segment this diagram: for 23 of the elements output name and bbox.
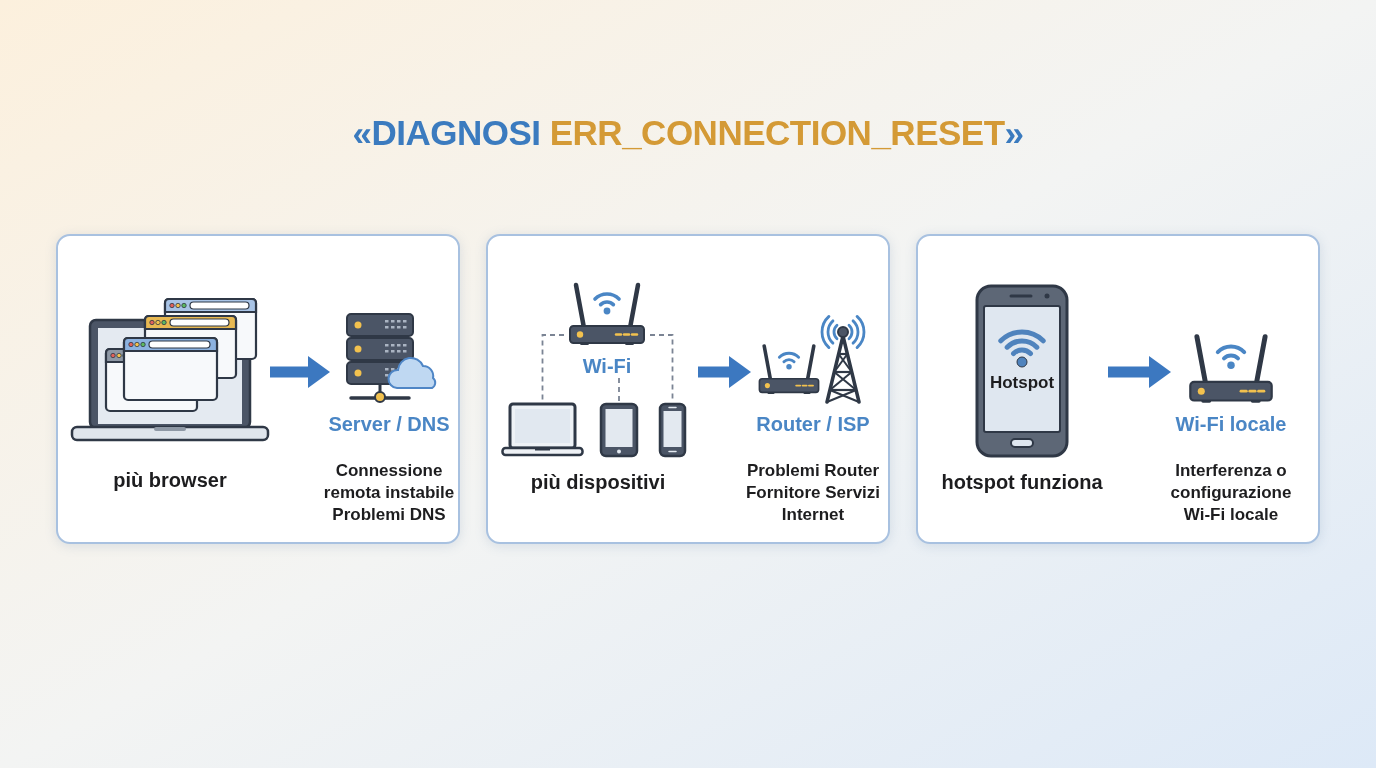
heading-label: Wi-Fi locale: [1175, 412, 1287, 436]
caption-text: più browser: [113, 468, 227, 492]
dashed-line: [541, 334, 565, 403]
arrow: [698, 356, 751, 388]
screen-label: Hotspot: [988, 372, 1056, 394]
panel-card: [486, 234, 890, 544]
tablet-icon: [599, 402, 639, 458]
dashed-line: [618, 377, 620, 403]
smartphone-icon: [658, 402, 687, 458]
description-text: Problemi Router Fornitore Servizi Internet: [744, 460, 882, 526]
panel-card: [916, 234, 1320, 544]
heading-label: Wi-Fi: [582, 354, 632, 378]
arrow: [1108, 356, 1171, 388]
heading-label: Router / ISP: [756, 412, 870, 436]
caption-text: hotspot funziona: [941, 470, 1103, 494]
caption-text: più dispositivi: [529, 470, 667, 494]
panel-card: [56, 234, 460, 544]
laptop-icon: [501, 402, 584, 458]
description-text: Connessione remota instabile Problemi DNS: [322, 460, 456, 526]
title: «DIAGNOSI ERR_CONNECTION_RESET»: [352, 112, 1024, 154]
heading-label: Server / DNS: [328, 412, 450, 436]
description-text: Interferenza o configurazione Wi-Fi locale: [1169, 460, 1293, 526]
arrow: [270, 356, 330, 388]
